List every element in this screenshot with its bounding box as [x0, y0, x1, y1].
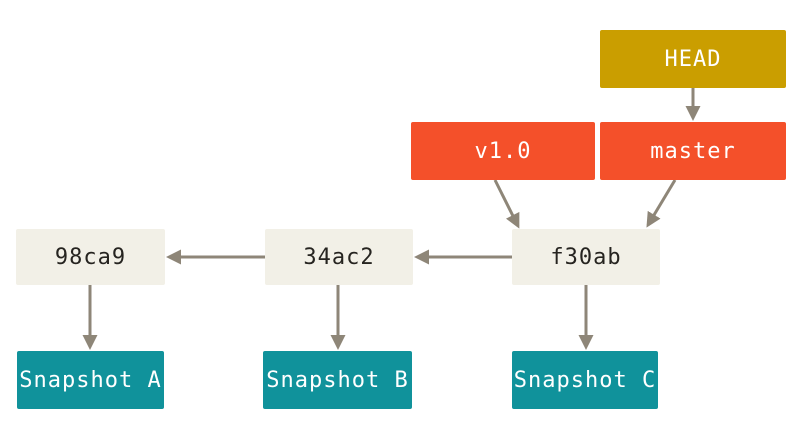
head-ref-box: HEAD — [600, 30, 786, 88]
arrow-master-to-f30ab — [646, 179, 677, 228]
tag-v1-0-box: v1.0 — [411, 122, 595, 180]
branch-master-label: master — [650, 138, 736, 164]
commit-box-f30ab: f30ab — [512, 229, 660, 285]
snapshot-label: Snapshot B — [266, 367, 409, 393]
snapshot-b-box: Snapshot B — [263, 351, 412, 409]
commit-hash-label: f30ab — [550, 244, 622, 270]
commit-box-34ac2: 34ac2 — [265, 229, 413, 285]
tag-v1-0-label: v1.0 — [474, 138, 532, 164]
commit-box-98ca9: 98ca9 — [16, 229, 165, 285]
commit-hash-label: 34ac2 — [303, 244, 375, 270]
snapshot-label: Snapshot A — [19, 367, 162, 393]
branch-master-box: master — [600, 122, 786, 180]
head-ref-label: HEAD — [664, 46, 722, 72]
snapshot-a-box: Snapshot A — [17, 351, 164, 409]
commit-hash-label: 98ca9 — [54, 244, 127, 270]
snapshot-c-box: Snapshot C — [512, 351, 658, 409]
arrow-v1-0-to-f30ab — [493, 179, 520, 229]
snapshot-label: Snapshot C — [513, 367, 657, 393]
